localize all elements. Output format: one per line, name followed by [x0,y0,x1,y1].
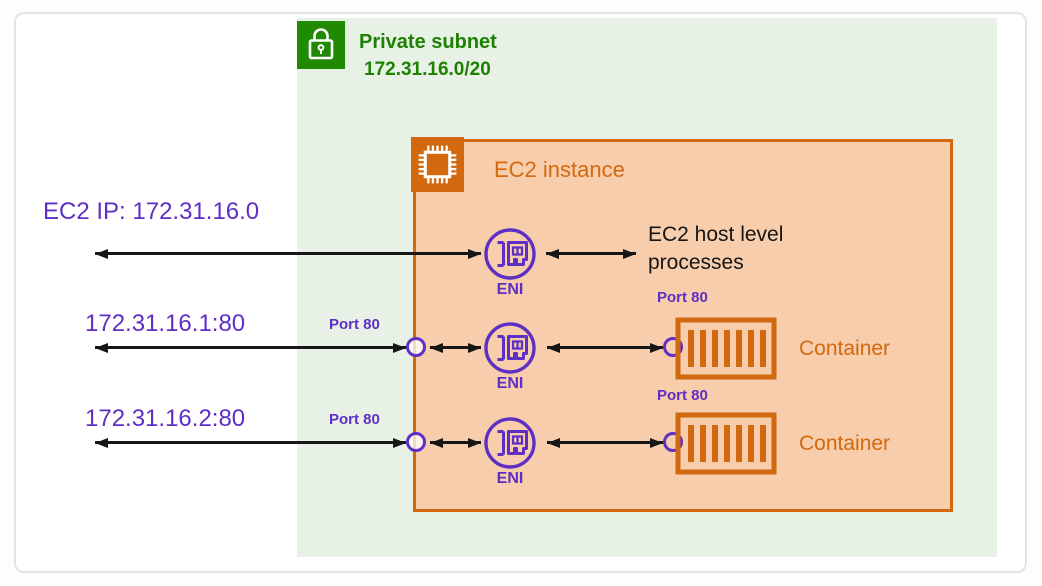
eni-label: ENI [496,470,524,487]
subnet-title: Private subnet [359,31,497,53]
eni-label: ENI [496,281,524,298]
external-endpoint-label: 172.31.16.1:80 [85,310,246,337]
bidirectional-arrow [95,441,406,444]
eni-icon [482,415,538,471]
host-port-label: Port 80 [329,316,380,333]
port-circle [663,432,683,452]
ec2-instance-title: EC2 instance [494,157,625,182]
container-label: Container [799,432,891,455]
port-circle [663,337,683,357]
container-port-label: Port 80 [657,387,708,404]
bidirectional-arrow [430,346,481,349]
container-label: Container [799,337,891,360]
host-processes-label: EC2 host level processes [648,223,784,274]
port-circle [406,432,426,452]
subnet-cidr: 172.31.16.0/20 [364,59,491,80]
eni-icon [482,226,538,282]
bidirectional-arrow [95,252,481,255]
bidirectional-arrow [547,441,663,444]
container-icon [675,412,777,475]
bidirectional-arrow [430,441,481,444]
container-port-label: Port 80 [657,289,708,306]
external-endpoint-label: EC2 IP: 172.31.16.0 [43,198,260,225]
container-icon [675,317,777,380]
port-circle [406,337,426,357]
chip-icon [411,137,464,192]
external-endpoint-label: 172.31.16.2:80 [85,405,246,432]
bidirectional-arrow [547,346,663,349]
host-port-label: Port 80 [329,411,380,428]
eni-label: ENI [496,375,524,392]
bidirectional-arrow [546,252,636,255]
bidirectional-arrow [95,346,406,349]
eni-icon [482,320,538,376]
lock-icon [297,21,345,69]
